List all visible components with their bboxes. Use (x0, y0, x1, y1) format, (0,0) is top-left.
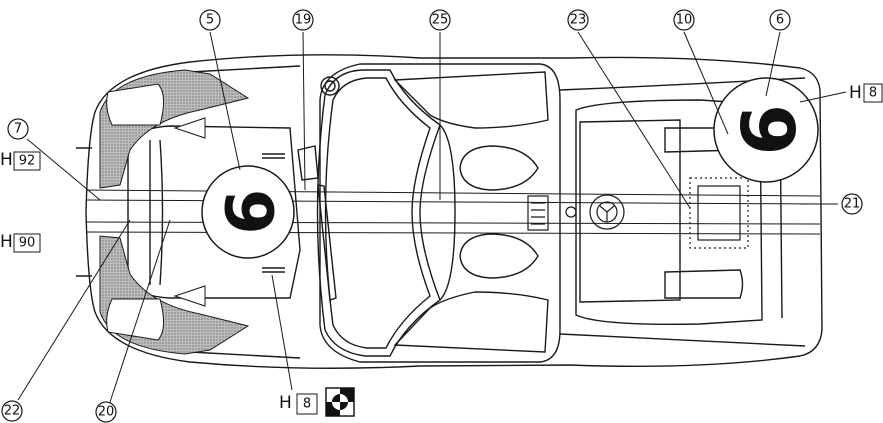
callout-23: 23 (567, 9, 589, 31)
callout-20: 20 (95, 401, 117, 423)
callout-22: 22 (1, 400, 23, 422)
callout-21: 21 (841, 193, 863, 215)
color-code-h92: H 92 (0, 150, 41, 171)
svg-text:23: 23 (570, 13, 587, 28)
front-hatched-panels (99, 69, 250, 355)
svg-text:H: H (849, 83, 862, 103)
callout-25: 25 (429, 9, 451, 31)
rear-roundel-number: 9 (723, 104, 809, 156)
color-code-h90: H 90 (0, 232, 41, 253)
callout-7: 7 (7, 118, 29, 140)
front-roundel: 9 (201, 165, 295, 259)
svg-text:10: 10 (676, 13, 693, 28)
car-body (76, 54, 823, 369)
svg-text:8: 8 (869, 86, 877, 101)
engine-grille (527, 177, 749, 249)
svg-text:19: 19 (295, 13, 312, 28)
svg-text:92: 92 (19, 154, 36, 169)
svg-text:25: 25 (432, 13, 449, 28)
svg-text:7: 7 (14, 122, 22, 137)
svg-text:H: H (279, 393, 292, 413)
callout-19: 19 (292, 9, 314, 31)
leader-lines (17, 31, 847, 403)
front-roundel-number: 9 (210, 189, 287, 235)
svg-text:6: 6 (776, 13, 784, 28)
color-code-h8-right: H 8 (849, 83, 883, 103)
svg-text:20: 20 (98, 405, 115, 420)
svg-text:H: H (0, 150, 13, 170)
color-code-h8-bottom: H 8 (279, 393, 318, 415)
svg-text:5: 5 (206, 13, 214, 28)
rear-roundel: 9 (713, 77, 819, 183)
svg-text:H: H (0, 232, 13, 252)
callout-6: 6 (769, 9, 791, 31)
svg-text:90: 90 (19, 236, 36, 251)
svg-text:22: 22 (4, 404, 21, 419)
svg-text:8: 8 (303, 397, 311, 412)
checker-swatch (325, 387, 355, 417)
callout-10: 10 (673, 9, 695, 31)
svg-text:21: 21 (844, 197, 861, 212)
callout-5: 5 (199, 9, 221, 31)
